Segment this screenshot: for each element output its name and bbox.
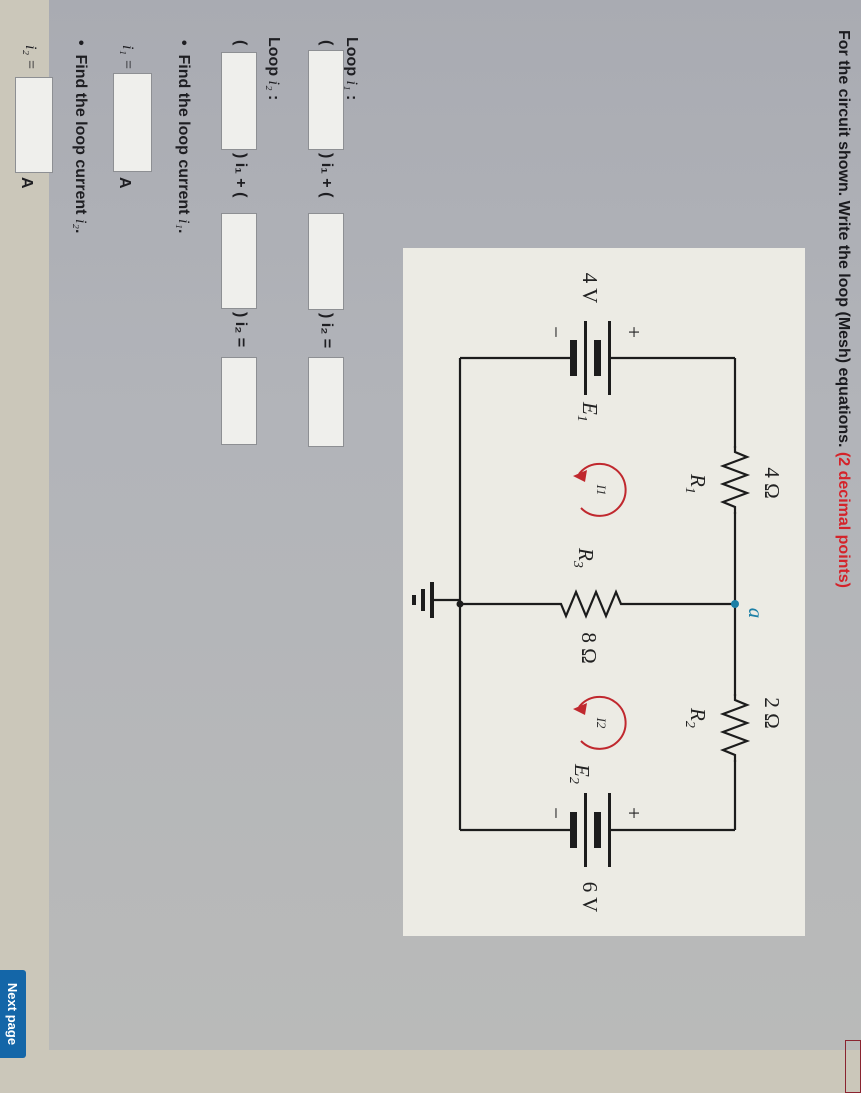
i2-unit: A [18, 177, 35, 189]
i2-answer-input[interactable] [14, 77, 53, 176]
loop-i2-label: I2 [594, 717, 609, 729]
loop2-rhs-input[interactable] [220, 357, 257, 448]
loop2-heading: Loop i₂ : [265, 37, 282, 101]
loop2-coef-i1-input[interactable] [220, 52, 257, 153]
resistor-r3 [460, 589, 735, 619]
r2-label: R2 [682, 707, 710, 728]
e2-label: E2 [566, 763, 594, 784]
loop1-coef-i2-field[interactable] [307, 214, 343, 313]
find-i2-prompt: • Find the loop current i₂. [72, 40, 89, 234]
r1-value: 4 Ω [760, 467, 784, 498]
loop2-coef-i2-field[interactable] [220, 214, 256, 312]
e2-value: 6 V [578, 882, 602, 913]
loop1-rhs-field[interactable] [307, 358, 343, 450]
ground-icon [412, 582, 434, 618]
loop-i1-label: I1 [594, 484, 609, 496]
battery-e2 [570, 793, 611, 867]
node-a-dot [731, 600, 739, 608]
i1-label: i₁ = [119, 45, 136, 70]
junction-ground [456, 600, 464, 608]
loop2-rhs-field[interactable] [220, 358, 256, 448]
node-a-label: a [744, 608, 768, 619]
resistor-r2 [719, 694, 751, 762]
next-page-button[interactable]: Next page [0, 970, 26, 1058]
loop1-rhs-input[interactable] [307, 357, 344, 450]
loop2-mid-text: ) i₁ + ( [232, 153, 249, 198]
resistor-r1 [719, 446, 751, 514]
loop2-coef-i1-field[interactable] [220, 53, 256, 153]
e2-plus: + [622, 807, 646, 819]
battery-e1 [570, 321, 611, 395]
loop2-end-text: ) i₂ = [232, 312, 249, 348]
find-i1-prompt: • Find the loop current i₁. [175, 40, 192, 234]
loop1-heading: Loop i₁ : [343, 37, 360, 101]
loop1-mid-text: ) i₁ + ( [318, 153, 335, 198]
i2-answer-field[interactable] [14, 78, 52, 176]
i1-answer-field[interactable] [112, 74, 151, 175]
e2-minus: − [544, 807, 568, 819]
loop1-coef-i1-field[interactable] [307, 51, 343, 153]
loop2-open-paren: ( [232, 40, 249, 46]
loop-i2-arrow [578, 695, 627, 750]
loop-i2-arrowhead [573, 703, 587, 715]
e1-value: 4 V [578, 273, 602, 304]
i1-answer-input[interactable] [112, 73, 152, 175]
e1-label: E1 [574, 401, 602, 422]
e1-minus: − [544, 326, 568, 338]
r3-label: R3 [570, 547, 598, 568]
loop-i1-arrowhead [573, 470, 587, 482]
r3-value: 8 Ω [577, 632, 601, 663]
loop1-coef-i1-input[interactable] [307, 50, 344, 153]
r2-value: 2 Ω [760, 697, 784, 728]
r1-label: R1 [682, 473, 710, 494]
i2-label: i₂ = [22, 45, 39, 70]
loop1-coef-i2-input[interactable] [307, 213, 344, 313]
loop2-coef-i2-input[interactable] [220, 213, 257, 312]
loop1-end-text: ) i₂ = [318, 313, 335, 349]
i1-unit: A [116, 177, 133, 189]
e1-plus: + [622, 326, 646, 338]
loop-i1-arrow [578, 462, 627, 517]
loop1-open-paren: ( [318, 40, 335, 46]
